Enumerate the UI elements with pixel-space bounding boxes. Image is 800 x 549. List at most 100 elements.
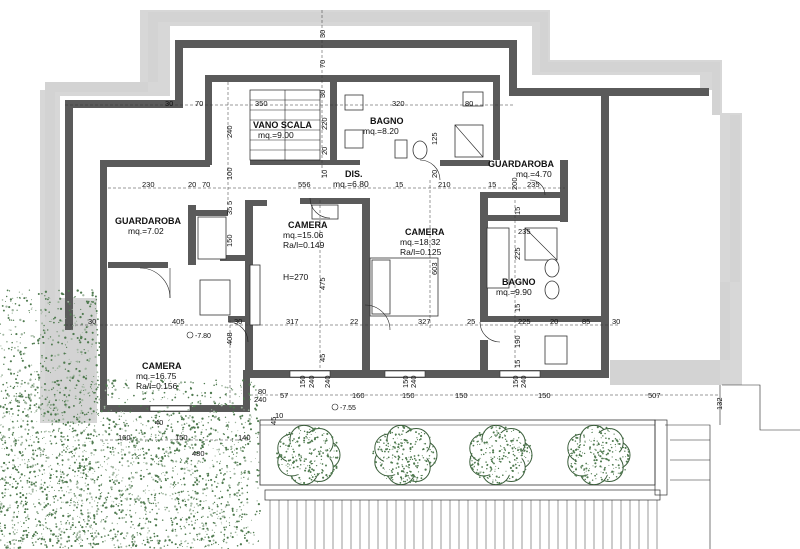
- vegetation-dot: [106, 515, 108, 518]
- vegetation-dot: [181, 484, 183, 486]
- dim-label: 225: [518, 317, 531, 326]
- vegetation-dot: [50, 372, 51, 374]
- vegetation-dot: [160, 379, 162, 381]
- dim-label: 70: [202, 180, 210, 189]
- vegetation-dot: [49, 538, 52, 541]
- vegetation-dot: [10, 329, 12, 331]
- vegetation-dot: [105, 499, 108, 501]
- vegetation-dot: [58, 380, 60, 382]
- vegetation-dot: [231, 509, 234, 512]
- vegetation-dot: [16, 296, 19, 299]
- vegetation-dot: [236, 452, 238, 454]
- vegetation-dot: [81, 323, 83, 325]
- vegetation-dot: [227, 502, 229, 504]
- vegetation-dot: [250, 461, 252, 463]
- vegetation-dot: [210, 478, 213, 481]
- vegetation-dot: [182, 546, 183, 547]
- vegetation-dot: [90, 383, 93, 386]
- vegetation-dot: [0, 323, 1, 325]
- vegetation-dot: [137, 461, 140, 465]
- vegetation-dot: [106, 459, 108, 461]
- vegetation-dot: [67, 473, 69, 476]
- vegetation-dot: [11, 297, 14, 300]
- vegetation-dot: [164, 508, 167, 511]
- vegetation-dot: [105, 431, 107, 433]
- vegetation-dot: [145, 507, 147, 509]
- vegetation-dot: [156, 481, 159, 483]
- vegetation-dot: [170, 519, 173, 522]
- vegetation-dot: [39, 486, 41, 488]
- vegetation-dot: [189, 415, 191, 417]
- vegetation-dot: [62, 472, 65, 476]
- vegetation-dot: [51, 419, 54, 423]
- vegetation-dot: [21, 540, 24, 543]
- vegetation-dot: [115, 474, 118, 477]
- vegetation-dot: [74, 296, 76, 298]
- vegetation-dot: [53, 321, 55, 324]
- vegetation-dot: [13, 464, 15, 466]
- dim-label: 30: [88, 317, 96, 326]
- vegetation-dot: [135, 439, 138, 441]
- vegetation-dot: [182, 490, 185, 492]
- vegetation-dot: [73, 493, 76, 495]
- vegetation-dot: [175, 460, 178, 463]
- vegetation-dot: [44, 295, 46, 297]
- vegetation-dot: [59, 307, 63, 311]
- vegetation-dot: [48, 431, 50, 433]
- vegetation-dot: [9, 543, 12, 545]
- vegetation-dot: [36, 510, 39, 514]
- vegetation-dot: [188, 516, 191, 519]
- vegetation-dot: [161, 432, 164, 435]
- vegetation-dot: [25, 529, 28, 532]
- vegetation-dot: [191, 416, 194, 419]
- vegetation-dot: [25, 396, 27, 399]
- vegetation-dot: [225, 520, 227, 522]
- vegetation-dot: [218, 544, 220, 545]
- vegetation-dot: [204, 536, 206, 538]
- vegetation-dot: [131, 473, 133, 475]
- vegetation-dot: [172, 470, 174, 472]
- vegetation-dot: [186, 435, 188, 437]
- vegetation-dot: [30, 411, 32, 413]
- vegetation-dot: [84, 388, 87, 391]
- vegetation-dot: [131, 457, 134, 459]
- vegetation-dot: [68, 521, 70, 524]
- vegetation-dot: [74, 526, 77, 529]
- vegetation-dot: [240, 509, 242, 511]
- vegetation-dot: [70, 421, 72, 423]
- vegetation-dot: [74, 452, 77, 454]
- vegetation-dot: [78, 424, 80, 426]
- vegetation-dot: [38, 447, 41, 450]
- vegetation-dot: [18, 510, 20, 512]
- vegetation-dot: [28, 429, 30, 431]
- vegetation-dot: [65, 315, 67, 317]
- vegetation-dot: [142, 433, 143, 435]
- vegetation-dot: [56, 408, 59, 411]
- vegetation-dot: [70, 450, 73, 453]
- vegetation-dot: [86, 487, 90, 491]
- vegetation-dot: [9, 504, 11, 506]
- vegetation-dot: [73, 448, 76, 451]
- vegetation-dot: [83, 471, 85, 473]
- vegetation-dot: [84, 368, 86, 370]
- vegetation-dot: [93, 479, 96, 482]
- vegetation-dot: [100, 410, 103, 413]
- vegetation-dot: [107, 534, 110, 536]
- vegetation-dot: [5, 464, 7, 466]
- vegetation-dot: [95, 496, 98, 499]
- vegetation-dot: [20, 393, 23, 396]
- vegetation-dot: [45, 526, 47, 529]
- vegetation-dot: [68, 491, 70, 494]
- vegetation-dot: [205, 483, 208, 486]
- vegetation-dot: [37, 339, 40, 342]
- vegetation-dot: [88, 468, 91, 471]
- vegetation-dot: [130, 498, 132, 500]
- vegetation-dot: [127, 399, 129, 401]
- vegetation-dot: [62, 436, 64, 438]
- vegetation-dot: [224, 393, 227, 396]
- vegetation-dot: [143, 431, 146, 435]
- vegetation-dot: [152, 478, 155, 481]
- vegetation-dot: [80, 389, 82, 392]
- vegetation-dot: [31, 342, 34, 345]
- vegetation-dot: [135, 429, 138, 431]
